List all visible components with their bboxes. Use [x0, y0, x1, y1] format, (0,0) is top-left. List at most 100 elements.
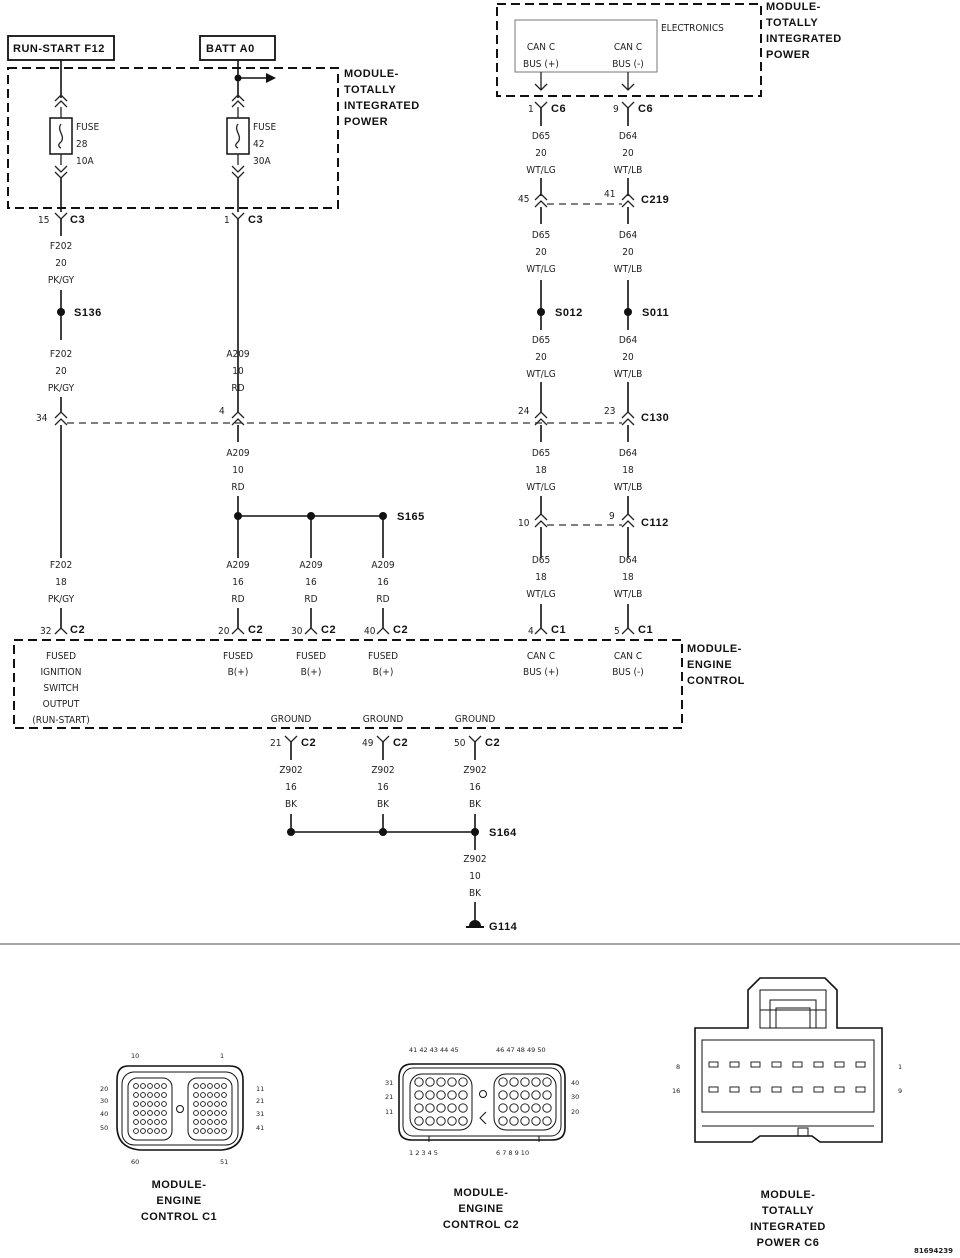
svg-text:ENGINE: ENGINE: [458, 1203, 503, 1215]
pin-cavity: [154, 1110, 160, 1116]
svg-text:1: 1: [528, 104, 534, 115]
wire-label-d64-20-c: D64 20 WT/LB: [614, 335, 643, 380]
tipm-module-label: MODULE- TOTALLY INTEGRATED POWER: [344, 68, 419, 128]
connector-c2-pin32: 32 C2: [40, 624, 85, 637]
pin-cavity: [531, 1116, 541, 1126]
wire-label-d65-18-a: D65 18 WT/LG: [526, 448, 555, 493]
wire-label-a209-10-lower: A209 10 RD: [226, 448, 250, 493]
connector-c2-pin21: 21 C2: [270, 735, 316, 749]
svg-text:10: 10: [232, 465, 244, 476]
svg-text:30: 30: [100, 1097, 108, 1105]
svg-text:D64: D64: [619, 448, 638, 459]
circuit-ground-3: GROUND: [455, 714, 496, 725]
pin-cavity: [133, 1092, 139, 1098]
svg-text:42: 42: [253, 139, 264, 150]
pin-cavity: [750, 1061, 761, 1068]
svg-text:18: 18: [55, 577, 67, 588]
splice-s164: S164: [287, 814, 517, 850]
svg-text:49: 49: [362, 738, 374, 749]
pin-cavity: [414, 1116, 424, 1126]
connector-c2-pin49: 49 C2: [362, 735, 408, 749]
svg-text:FUSED: FUSED: [296, 651, 326, 662]
connector-view-ecm-c2: 41 42 43 44 45 46 47 48 49 50 31 21 11 4…: [385, 1046, 579, 1157]
pin-cavity: [193, 1083, 199, 1089]
svg-text:D65: D65: [532, 131, 550, 142]
svg-text:MODULE-: MODULE-: [766, 1, 821, 13]
svg-text:B(+): B(+): [301, 667, 322, 678]
svg-text:16: 16: [469, 782, 481, 793]
svg-text:CONTROL: CONTROL: [687, 675, 745, 687]
svg-text:40: 40: [100, 1110, 108, 1118]
pin-cavity: [498, 1077, 508, 1087]
pin-cavity: [509, 1077, 519, 1087]
svg-text:POWER: POWER: [344, 116, 388, 128]
connector-view-ecm-c1-title: MODULE- ENGINE CONTROL C1: [141, 1179, 217, 1223]
pin-cavity: [447, 1116, 457, 1126]
svg-text:A209: A209: [226, 560, 250, 571]
svg-text:20: 20: [100, 1085, 108, 1093]
svg-text:18: 18: [535, 465, 547, 476]
svg-text:BATT A0: BATT A0: [206, 43, 255, 55]
pin-cavity: [834, 1086, 845, 1093]
svg-text:45: 45: [518, 194, 529, 205]
svg-text:16: 16: [672, 1087, 680, 1095]
svg-text:RD: RD: [376, 594, 389, 605]
splice-s165: S165: [234, 496, 424, 558]
svg-text:C2: C2: [393, 737, 408, 749]
svg-text:15: 15: [38, 215, 49, 226]
svg-text:16: 16: [377, 782, 389, 793]
pin-cavity: [436, 1077, 446, 1087]
svg-text:40: 40: [571, 1079, 579, 1087]
pin-cavity: [214, 1083, 220, 1089]
svg-text:BUS (+): BUS (+): [523, 59, 559, 70]
svg-text:D64: D64: [619, 230, 638, 241]
svg-text:C112: C112: [641, 517, 669, 529]
splice-s011: S011: [624, 307, 669, 319]
pin-cavity: [147, 1101, 153, 1107]
circuit-can-c-bus-plus: CAN C BUS (+): [523, 651, 559, 678]
pin-cavity: [221, 1128, 227, 1134]
pin-cavity: [207, 1092, 213, 1098]
svg-text:41: 41: [256, 1124, 264, 1132]
svg-text:30: 30: [291, 626, 303, 637]
svg-text:24: 24: [518, 406, 530, 417]
svg-text:TOTALLY: TOTALLY: [762, 1205, 814, 1217]
svg-text:CONTROL C1: CONTROL C1: [141, 1211, 217, 1223]
svg-text:40: 40: [364, 626, 376, 637]
svg-text:C3: C3: [70, 214, 85, 226]
svg-text:FUSE: FUSE: [253, 122, 276, 133]
pin-cavity: [161, 1101, 167, 1107]
wire-label-d65-20-c: D65 20 WT/LG: [526, 335, 555, 380]
pin-cavity: [221, 1101, 227, 1107]
svg-text:PK/GY: PK/GY: [48, 383, 75, 394]
svg-text:5: 5: [614, 626, 620, 637]
wire-label-f202-18: F202 18 PK/GY: [48, 560, 75, 605]
svg-text:34: 34: [36, 413, 48, 424]
svg-text:16: 16: [377, 577, 389, 588]
pin-cavity: [520, 1116, 530, 1126]
pin-cavity: [193, 1119, 199, 1125]
connector-c2-pin20: 20 C2: [218, 624, 263, 637]
circuit-fused-ignition: FUSED IGNITION SWITCH OUTPUT (RUN-START): [32, 651, 89, 726]
svg-text:ENGINE: ENGINE: [687, 659, 732, 671]
svg-text:S136: S136: [74, 307, 102, 319]
svg-text:21: 21: [270, 738, 281, 749]
svg-text:S012: S012: [555, 307, 583, 319]
pin-cavity: [133, 1110, 139, 1116]
svg-text:F202: F202: [50, 241, 72, 252]
pin-cavity: [458, 1077, 468, 1087]
source-run-start: RUN-START F12: [7, 35, 115, 61]
wire-label-z902-16-c: Z902 16 BK: [463, 765, 486, 810]
connector-c1-pin4: 4 C1: [528, 624, 566, 637]
svg-text:D65: D65: [532, 230, 550, 241]
wire-f202: [49, 60, 73, 212]
svg-text:20: 20: [535, 247, 547, 258]
splice-s012: S012: [537, 307, 583, 319]
pin-cavity: [792, 1086, 803, 1093]
pin-cavity: [498, 1116, 508, 1126]
fuse-28: FUSE 28 10A: [76, 122, 99, 167]
svg-text:MODULE-: MODULE-: [344, 68, 399, 80]
pin-cavity: [771, 1061, 782, 1068]
pin-cavity: [221, 1092, 227, 1098]
svg-text:B(+): B(+): [373, 667, 394, 678]
